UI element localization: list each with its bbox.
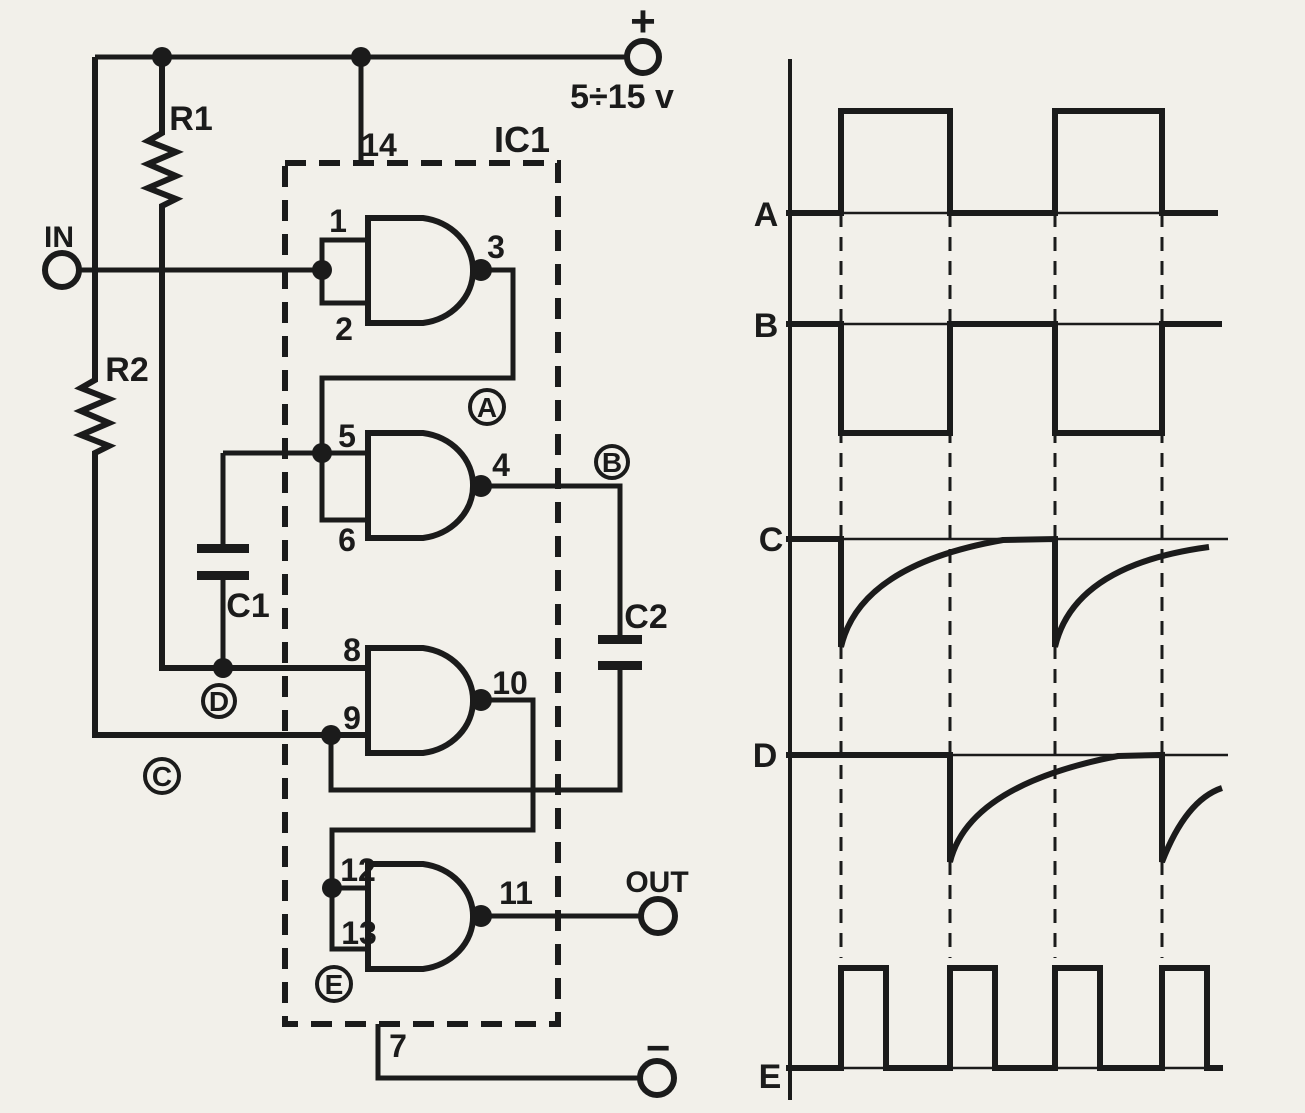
pin13-label: 13 [341,915,377,951]
node-c-circle [143,757,181,795]
pin5-label: 5 [338,418,356,454]
c2-plate-bottom [598,661,642,670]
pin7-ground-wire [375,1024,640,1081]
r1-label: R1 [169,100,212,138]
ic1-dashed-outline [282,160,561,1027]
pin6-label: 6 [338,522,356,558]
waveform-d-trace [786,751,1224,864]
r2-label: R2 [105,351,148,389]
pin14-label: 14 [361,127,397,163]
plus-polarity-icon: + [630,0,656,46]
c1-plate-bottom [197,571,249,580]
pin7-label: 7 [389,1028,407,1064]
node-c-label: C [152,761,172,792]
waveform-b-label: B [754,307,779,345]
supply-voltage-label: 5÷15 v [570,78,674,116]
supply-plus-terminal [624,38,662,76]
waveform-d-label: D [753,737,778,775]
supply-minus-terminal [637,1058,677,1098]
pin11-label: 11 [499,875,533,911]
c2-label: C2 [624,598,667,636]
pin3-label: 3 [487,229,505,265]
junction-dots [152,47,492,927]
pin4-label: 4 [492,447,510,483]
node-d-label: D [209,686,229,717]
pin8-label: 8 [343,632,361,668]
gate3-output-wire [329,697,536,888]
input-label: IN [44,221,74,254]
nand-gate-1 [365,215,476,326]
waveform-c-trace [786,535,1210,648]
resistor-r2 [73,57,368,738]
pin10-label: 10 [492,665,528,701]
ic1-label: IC1 [494,119,550,160]
pin12-label: 12 [340,852,376,888]
c1-plate-top [197,544,249,553]
waveform-e-trace [786,965,1223,1071]
input-terminal [42,250,82,290]
gate1-output-wire [319,267,516,453]
circuit-schematic: IC1 + 5÷15 v 14 R2 R1 IN 1 2 3 A 5 [42,0,689,1098]
nand-gate-2 [365,430,476,541]
nand-gate-4 [365,861,476,972]
node-a-label: A [477,392,497,423]
waveform-e-label: E [759,1058,782,1096]
c1-label: C1 [226,587,269,625]
waveform-a-trace [786,108,1218,216]
minus-polarity-icon: − [646,1024,671,1071]
waveform-a-label: A [754,196,779,234]
pin2-label: 2 [335,311,353,347]
c2-plate-top [598,635,642,644]
gate2-output-wire [481,483,623,635]
node-b-label: B [602,447,622,478]
pin9-label: 9 [343,700,361,736]
waveform-b-trace [786,321,1222,436]
output-terminal [638,896,678,936]
c2-bottom-lead-wire [328,670,623,793]
resistor-r1 [140,57,368,671]
node-e-circle [315,965,353,1003]
node-d-circle [201,683,237,719]
node-e-label: E [325,969,344,1000]
gate4-input-bracket [329,888,368,952]
node-b-circle [594,444,630,480]
waveform-c-label: C [759,521,784,559]
node-a-circle [468,388,506,426]
gate2-input-bracket [319,453,368,523]
nand-gate-3 [365,645,476,756]
output-label: OUT [625,866,688,899]
timing-diagram: A B C D E [753,59,1228,1100]
pin1-label: 1 [329,203,347,239]
